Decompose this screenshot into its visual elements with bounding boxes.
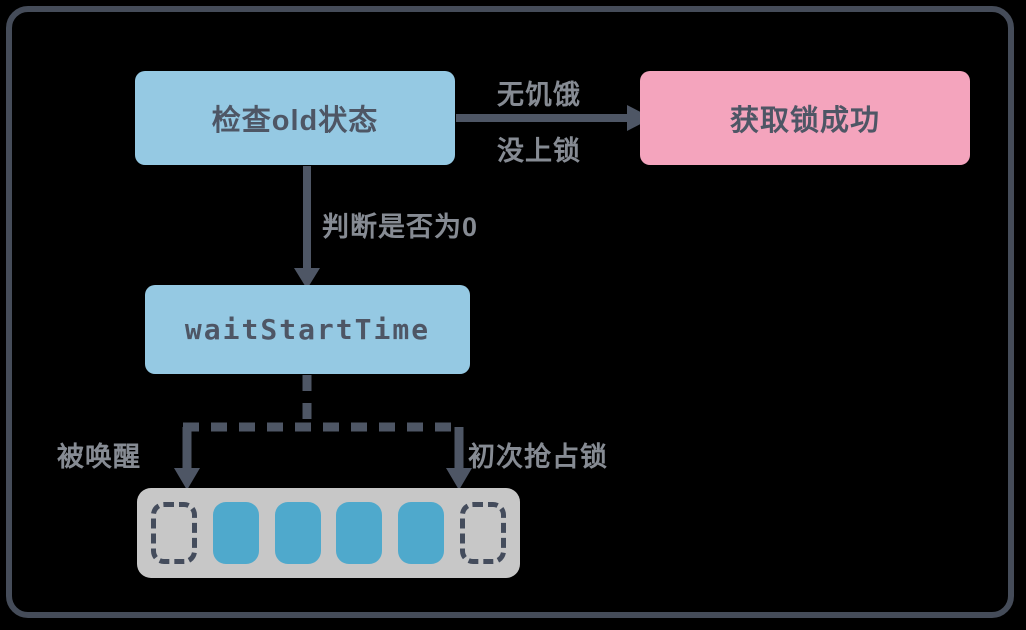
diagram-frame xyxy=(6,6,1014,618)
edge-label-awakened: 被唤醒 xyxy=(57,442,141,472)
queue-slot-filled xyxy=(398,502,445,564)
edge-label-first-grab: 初次抢占锁 xyxy=(468,442,608,472)
node-check-old-state[interactable]: 检查old状态 xyxy=(135,71,455,165)
edge-label-check-zero: 判断是否为0 xyxy=(322,212,479,242)
wait-queue[interactable] xyxy=(137,488,520,578)
queue-slot-filled xyxy=(274,502,321,564)
queue-slot-filled xyxy=(212,502,259,564)
node-wait-start-time[interactable]: waitStartTime xyxy=(145,285,470,374)
queue-slot-empty xyxy=(151,502,197,564)
edge-label-no-hunger: 无饥饿 xyxy=(497,80,581,110)
queue-slot-empty xyxy=(459,502,506,564)
node-lock-acquired[interactable]: 获取锁成功 xyxy=(640,71,970,165)
edge-label-no-lock: 没上锁 xyxy=(497,136,581,166)
queue-slot-filled xyxy=(336,502,383,564)
